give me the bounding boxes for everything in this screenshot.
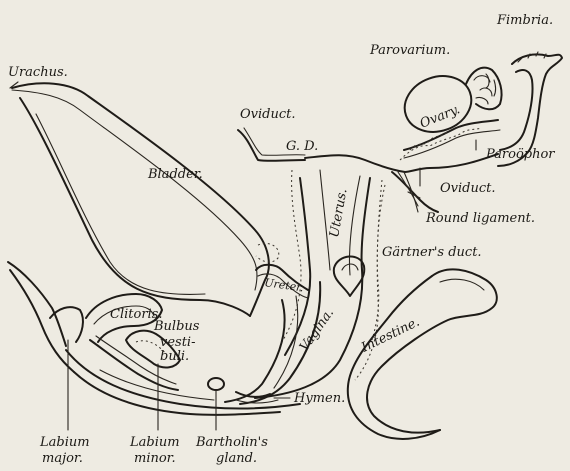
label-bulbus-1: Bulbus — [153, 319, 200, 334]
label-bartholin-1: Bartholin's — [195, 435, 268, 450]
label-gd: G. D. — [286, 139, 318, 154]
label-bulbus-3: buli. — [160, 349, 189, 364]
label-ureter: Ureter. — [264, 276, 305, 294]
label-uterus: Uterus. — [327, 188, 350, 239]
label-bartholin-2: gland. — [216, 451, 257, 466]
label-labium-major-2: major. — [42, 451, 83, 466]
label-gartners-duct: Gärtner's duct. — [382, 245, 482, 260]
bladder-outline — [12, 83, 269, 316]
label-oviduct-right: Oviduct. — [440, 181, 496, 196]
label-labium-minor-1: Labium — [129, 435, 180, 450]
bartholins-gland — [208, 378, 224, 390]
label-fimbria: Fimbria. — [496, 13, 553, 28]
label-round-ligament: Round ligament. — [425, 211, 535, 226]
label-intestine: Intestine. — [358, 315, 422, 356]
round-ligament — [392, 172, 438, 212]
label-hymen: Hymen. — [293, 391, 345, 406]
label-vagina: Vagina. — [297, 306, 337, 354]
label-parovarium: Parovarium. — [369, 43, 450, 58]
label-labium-major-1: Labium — [39, 435, 90, 450]
ovary — [397, 67, 479, 141]
label-paroophor: Paroöphor — [485, 147, 555, 162]
label-urachus: Urachus. — [8, 65, 68, 80]
label-labium-minor-2: minor. — [134, 451, 176, 466]
label-oviduct-top: Oviduct. — [240, 107, 296, 122]
label-bladder: Bladder. — [147, 167, 203, 182]
label-bulbus-2: vesti- — [160, 335, 195, 350]
